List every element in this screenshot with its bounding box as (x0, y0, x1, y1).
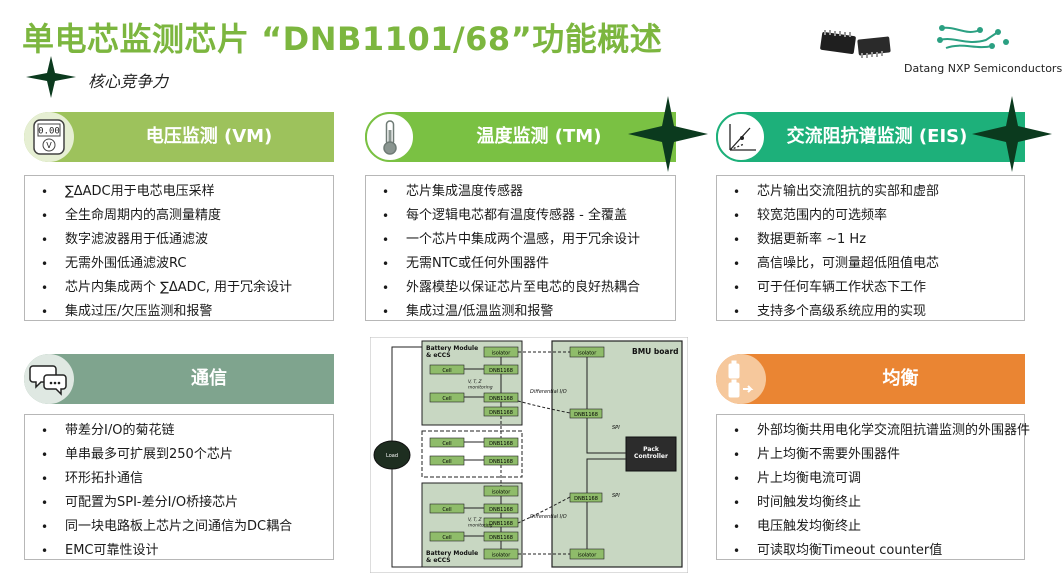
tm-title: 温度监测 (TM) (476, 126, 602, 147)
tm-header: 温度监测 (TM) (365, 112, 676, 162)
list-item: 芯片内集成两个 ∑ΔADC, 用于冗余设计 (37, 276, 323, 300)
svg-text:0.00: 0.00 (38, 127, 60, 137)
chip-images (820, 30, 891, 58)
list-item: 支持多个高级系统应用的实现 (729, 300, 1014, 324)
list-item: 全生命周期内的高测量精度 (37, 204, 323, 228)
list-item: 芯片集成温度传感器 (378, 180, 665, 204)
svg-text:DNB1168: DNB1168 (489, 441, 513, 447)
svg-text:DNB1168: DNB1168 (574, 496, 598, 502)
eis-box: 芯片输出交流阻抗的实部和虚部 较宽范围内的可选频率 数据更新率 ~1 Hz 高信… (716, 175, 1025, 324)
system-diagram: BMU board Battery Module& eCCS Battery M… (370, 337, 688, 573)
list-item: 可配置为SPI-差分I/O桥接芯片 (37, 491, 323, 515)
comm-list: 带差分I/O的菊花链 单串最多可扩展到250个芯片 环形拓扑通信 可配置为SPI… (37, 419, 323, 563)
list-item: 外部均衡共用电化学交流阻抗谱监测的外围器件 (729, 419, 1030, 443)
list-item: 芯片输出交流阻抗的实部和虚部 (729, 180, 1014, 204)
list-item: 环形拓扑通信 (37, 467, 323, 491)
list-item: 时间触发均衡终止 (729, 491, 1014, 515)
svg-text:Cell: Cell (442, 459, 451, 465)
comm-title: 通信 (191, 368, 227, 389)
load-label: Load (386, 453, 398, 459)
list-item: 可读取均衡Timeout counter值 (729, 539, 1014, 563)
list-item: 外露模垫以保证芯片至电芯的良好热耦合 (378, 276, 665, 300)
battery-module-bottom-label: Battery Module& eCCS (426, 550, 478, 564)
comm-header: 通信 (24, 354, 334, 404)
vm-title: 电压监测 (VM) (145, 126, 273, 147)
vm-box: ∑ΔADC用于电芯电压采样 全生命周期内的高测量精度 数字滤波器用于低通滤波 无… (24, 175, 334, 324)
isolator-label: isolator (492, 351, 512, 357)
eis-title: 交流阻抗谱监测 (EIS) (786, 126, 968, 147)
star-icon (972, 96, 1052, 172)
company-logo-icon (937, 25, 1009, 49)
isolator-label: isolator (492, 553, 512, 559)
isolator-label: isolator (578, 553, 598, 559)
svg-text:DNB1168: DNB1168 (489, 507, 513, 513)
differential-io-label: Differential I/O (530, 389, 567, 395)
tm-box: 芯片集成温度传感器 每个逻辑电芯都有温度传感器 - 全覆盖 一个芯片中集成两个温… (365, 175, 676, 324)
svg-text:DNB1168: DNB1168 (489, 459, 513, 465)
tm-list: 芯片集成温度传感器 每个逻辑电芯都有温度传感器 - 全覆盖 一个芯片中集成两个温… (378, 180, 665, 324)
impedance-axes-icon (716, 112, 766, 162)
voltmeter-icon: 0.00 V (24, 112, 74, 162)
list-item: 无需外围低通滤波RC (37, 252, 323, 276)
isolator-label: isolator (492, 490, 512, 496)
svg-text:DNB1168: DNB1168 (574, 412, 598, 418)
svg-text:DNB1168: DNB1168 (489, 521, 513, 527)
balance-list: 外部均衡共用电化学交流阻抗谱监测的外围器件 片上均衡不需要外围器件 片上均衡电流… (729, 419, 1030, 563)
svg-text:DNB1168: DNB1168 (489, 396, 513, 402)
vm-header: 0.00 V 电压监测 (VM) (24, 112, 334, 162)
spi-label: SPI (612, 493, 620, 499)
svg-text:Cell: Cell (442, 368, 451, 374)
list-item: 集成过压/欠压监测和报警 (37, 300, 323, 324)
svg-text:DNB1168: DNB1168 (489, 368, 513, 374)
svg-text:Cell: Cell (442, 441, 451, 447)
list-item: 一个芯片中集成两个温感，用于冗余设计 (378, 228, 665, 252)
comm-box: 带差分I/O的菊花链 单串最多可扩展到250个芯片 环形拓扑通信 可配置为SPI… (24, 414, 334, 563)
list-item: 片上均衡电流可调 (729, 467, 1014, 491)
page-title: 单电芯监测芯片 “DNB1101/68”功能概述 (22, 20, 663, 58)
balance-title: 均衡 (882, 368, 919, 389)
spi-label: SPI (612, 425, 620, 431)
isolator-label: isolator (578, 351, 598, 357)
balance-box: 外部均衡共用电化学交流阻抗谱监测的外围器件 片上均衡不需要外围器件 片上均衡电流… (716, 414, 1030, 563)
chat-bubbles-icon (24, 354, 74, 404)
list-item: 片上均衡不需要外围器件 (729, 443, 1014, 467)
list-item: 较宽范围内的可选频率 (729, 204, 1014, 228)
list-item: EMC可靠性设计 (37, 539, 323, 563)
star-icon (628, 96, 708, 172)
company-name: Datang NXP Semiconductors (904, 62, 1063, 75)
list-item: 数字滤波器用于低通滤波 (37, 228, 323, 252)
svg-text:DNB1168: DNB1168 (489, 410, 513, 416)
list-item: 数据更新率 ~1 Hz (729, 228, 1014, 252)
eis-list: 芯片输出交流阻抗的实部和虚部 较宽范围内的可选频率 数据更新率 ~1 Hz 高信… (729, 180, 1014, 324)
list-item: 单串最多可扩展到250个芯片 (37, 443, 323, 467)
list-item: 高信噪比，可测量超低阻值电芯 (729, 252, 1014, 276)
svg-text:Cell: Cell (442, 507, 451, 513)
balance-header: 均衡 (716, 354, 1025, 404)
list-item: 无需NTC或任何外围器件 (378, 252, 665, 276)
star-icon (26, 56, 76, 98)
list-item: ∑ΔADC用于电芯电压采样 (37, 180, 323, 204)
svg-text:Cell: Cell (442, 396, 451, 402)
svg-text:Cell: Cell (442, 535, 451, 541)
svg-text:DNB1168: DNB1168 (489, 535, 513, 541)
list-item: 可于任何车辆工作状态下工作 (729, 276, 1014, 300)
list-item: 带差分I/O的菊花链 (37, 419, 323, 443)
svg-text:V: V (46, 141, 52, 150)
list-item: 每个逻辑电芯都有温度传感器 - 全覆盖 (378, 204, 665, 228)
subtitle: 核心竞争力 (88, 72, 169, 91)
differential-io-label: Differential I/O (530, 514, 567, 520)
list-item: 电压触发均衡终止 (729, 515, 1014, 539)
battery-module-top-label: Battery Module& eCCS (426, 345, 478, 359)
list-item: 同一块电路板上芯片之间通信为DC耦合 (37, 515, 323, 539)
list-item: 集成过温/低温监测和报警 (378, 300, 665, 324)
vm-list: ∑ΔADC用于电芯电压采样 全生命周期内的高测量精度 数字滤波器用于低通滤波 无… (37, 180, 323, 324)
eis-header: 交流阻抗谱监测 (EIS) (716, 112, 1025, 162)
thermometer-icon (365, 112, 415, 162)
bmu-board-label: BMU board (632, 347, 679, 356)
battery-balance-icon (716, 354, 766, 404)
